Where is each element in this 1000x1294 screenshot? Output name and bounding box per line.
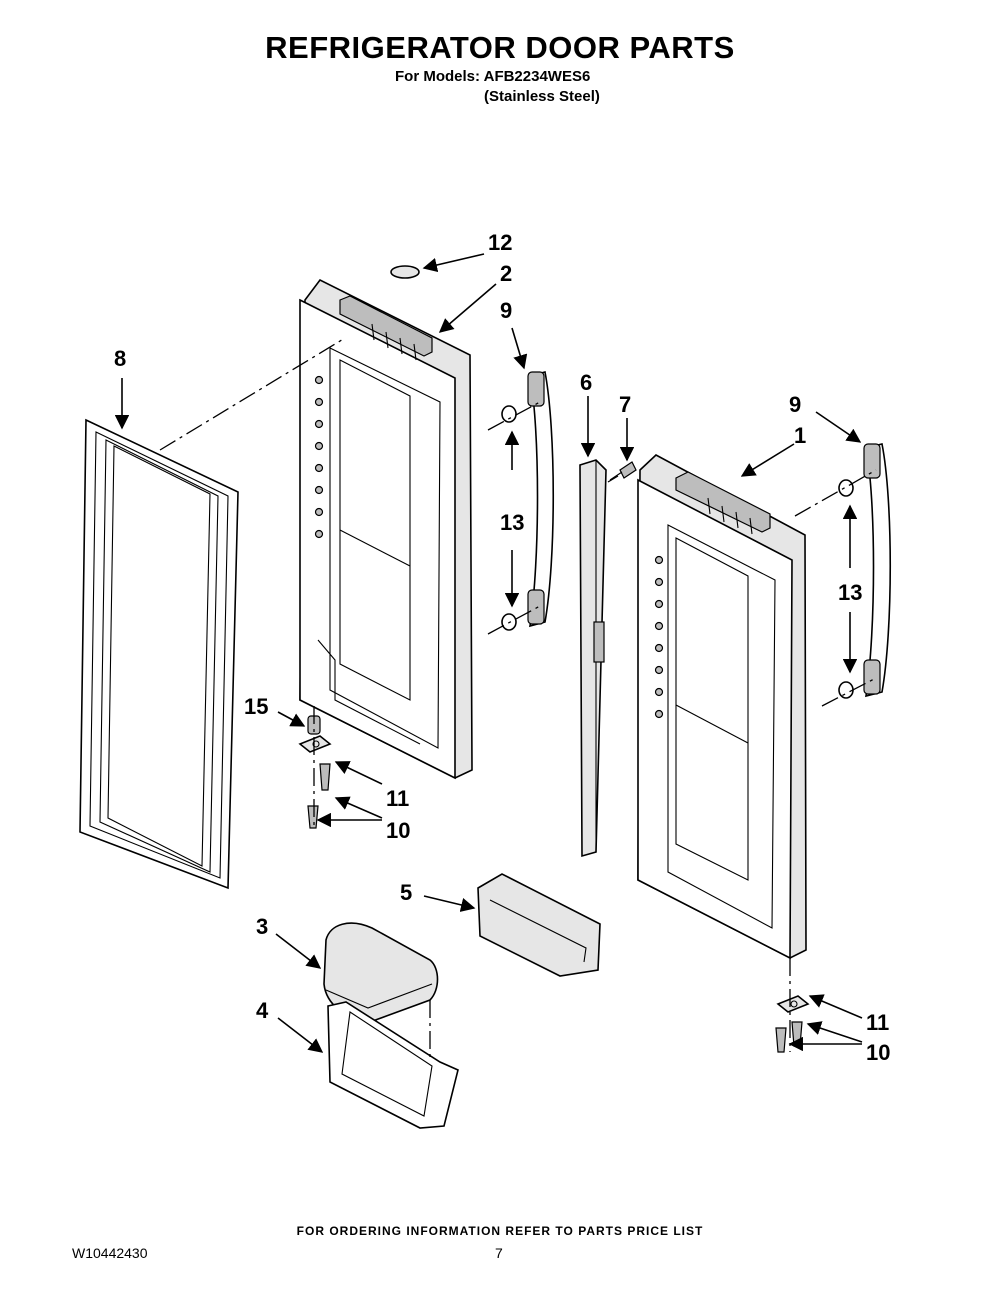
screw-part (609, 461, 637, 481)
callout-9-left: 9 (500, 298, 512, 323)
callout-10-right: 10 (866, 1040, 890, 1065)
callout-12: 12 (488, 230, 512, 255)
callout-13-left: 13 (500, 510, 524, 535)
align-line-gasket (159, 337, 346, 451)
page-title: REFRIGERATOR DOOR PARTS (265, 30, 735, 65)
callout-15: 15 (244, 694, 268, 719)
page-number: 7 (495, 1245, 503, 1261)
callout-11-left: 11 (386, 786, 409, 811)
hinge-trim-part (579, 459, 607, 858)
finish-line: (Stainless Steel) (484, 88, 600, 105)
callout-9-right: 9 (789, 392, 801, 417)
align-line-rhandle-top (794, 469, 877, 517)
callout-13-right: 13 (838, 580, 862, 605)
callout-1: 1 (794, 423, 806, 448)
left-hinge-hardware (298, 715, 332, 829)
callout-2: 2 (500, 261, 512, 286)
callout-8: 8 (114, 346, 126, 371)
right-door-liner-part (637, 454, 807, 960)
door-bin-part (477, 873, 601, 977)
callout-10-left: 10 (386, 818, 410, 843)
align-line-handle-bottom (487, 605, 541, 635)
models-line: For Models: AFB2234WES6 (395, 68, 591, 85)
callout-11-right: 11 (866, 1010, 889, 1035)
align-line-screw (607, 475, 619, 483)
door-gasket-part (79, 418, 239, 890)
left-door-handle-part (501, 371, 555, 631)
leader-lines (114, 253, 863, 1053)
callout-5: 5 (400, 880, 412, 905)
callout-6: 6 (580, 370, 592, 395)
dairy-bin-part (327, 1001, 459, 1129)
callout-7: 7 (619, 392, 631, 417)
shelf-holes-right (654, 555, 664, 719)
left-door-liner-part (299, 278, 473, 780)
shelf-holes (314, 375, 324, 539)
plug-part (390, 265, 420, 279)
callout-3: 3 (256, 914, 268, 939)
ordering-note: FOR ORDERING INFORMATION REFER TO PARTS … (296, 1224, 704, 1238)
document-number: W10442430 (72, 1245, 148, 1261)
align-line-rhandle-bottom (821, 677, 877, 707)
callout-4: 4 (256, 998, 269, 1023)
align-line-handle-top (487, 401, 541, 431)
right-door-handle-part (838, 443, 892, 699)
